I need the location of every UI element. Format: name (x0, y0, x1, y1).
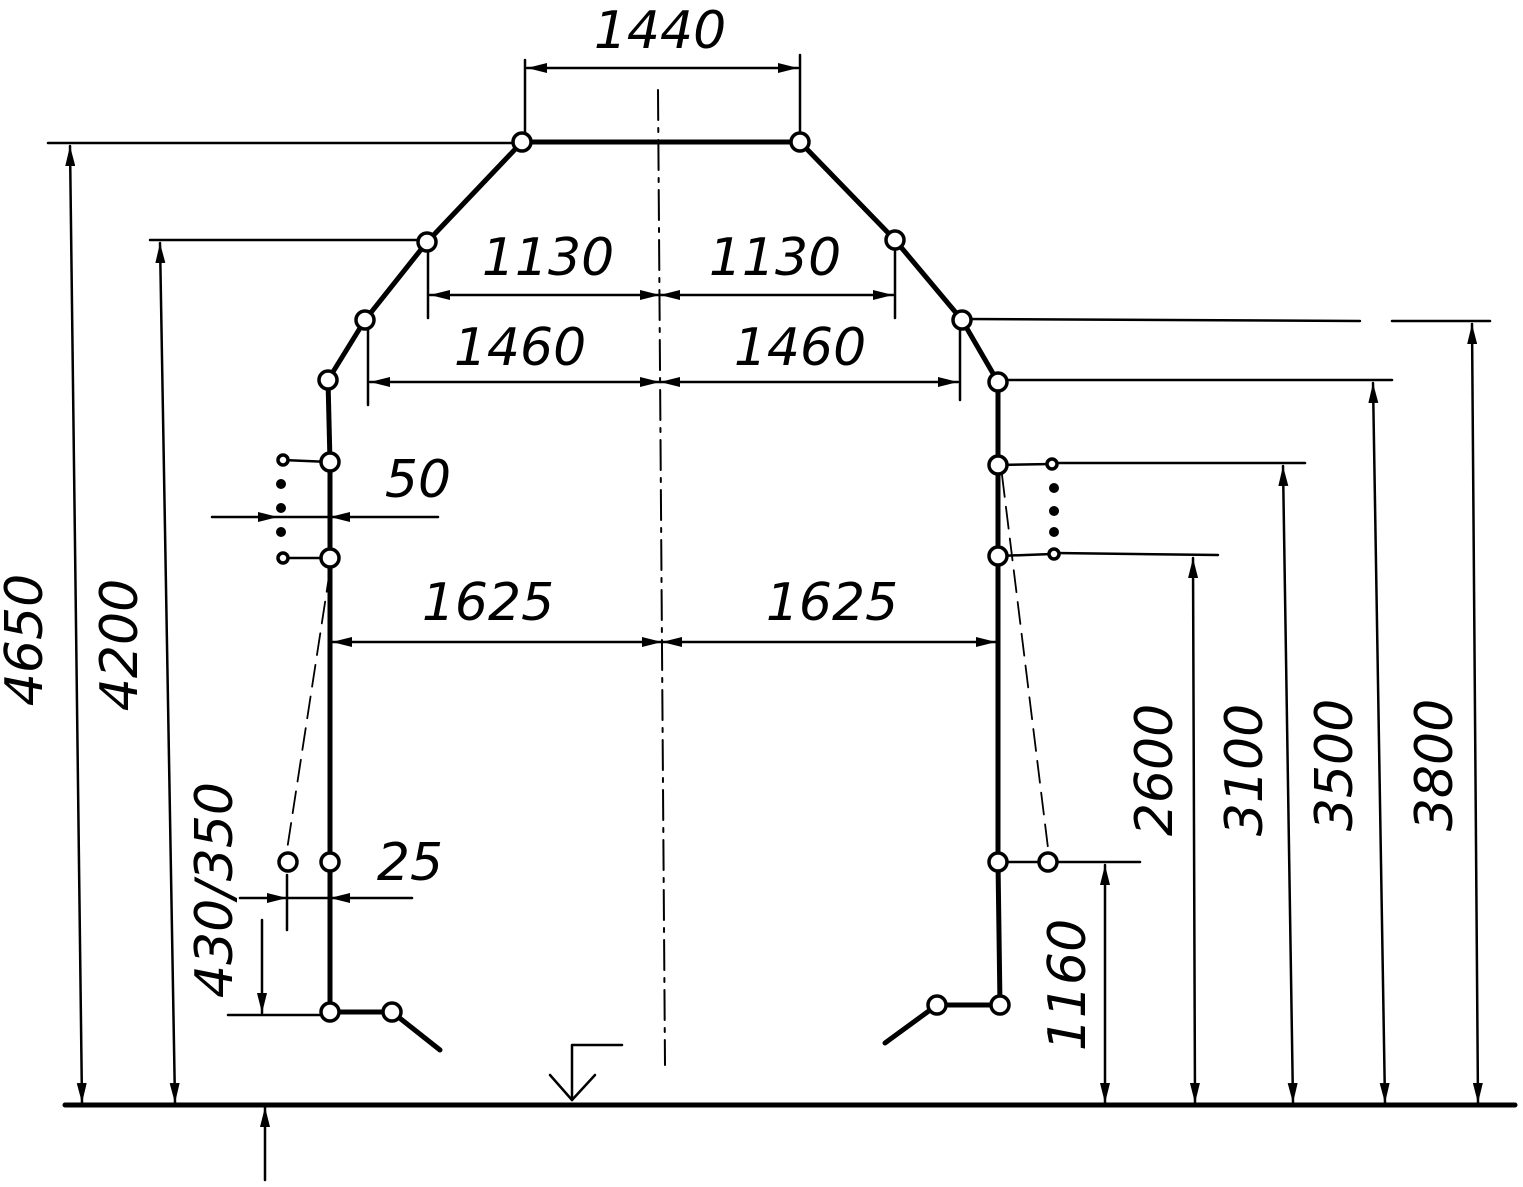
contour-right-secondary (996, 462, 1059, 864)
dim-mid-half-right: 1460 (734, 318, 866, 378)
center-axis (657, 89, 666, 1066)
dim-inner-half-right: 1130 (709, 228, 841, 288)
dim-height-3100: 3100 (1215, 704, 1275, 836)
rail-level-mark (548, 1043, 624, 1102)
dim-height-2600: 2600 (1125, 704, 1185, 836)
contour-left-secondary (276, 458, 332, 932)
dim-inner-half-left: 1130 (482, 228, 614, 288)
dim-height-left-upper: 4200 (90, 579, 150, 711)
dim-half-span-left: 1625 (422, 573, 554, 633)
dim-offset-lower: 25 (377, 833, 443, 893)
dim-half-span-right: 1625 (766, 573, 898, 633)
dim-offset-upper: 50 (385, 450, 451, 510)
dim-height-1160: 1160 (1038, 919, 1098, 1051)
dim-height-base: 430/350 (185, 782, 245, 998)
extension-lines (46, 53, 1492, 1017)
dimension-lines (65, 63, 1483, 1182)
support-nodes (276, 131, 1061, 1023)
dim-height-3800: 3800 (1405, 699, 1465, 831)
dim-top-width: 1440 (594, 1, 726, 61)
dim-height-3500: 3500 (1305, 699, 1365, 831)
dim-mid-half-left: 1460 (454, 318, 586, 378)
outline-right (797, 139, 1003, 1008)
outline-left (325, 139, 525, 1015)
dim-height-total: 4650 (0, 574, 55, 706)
